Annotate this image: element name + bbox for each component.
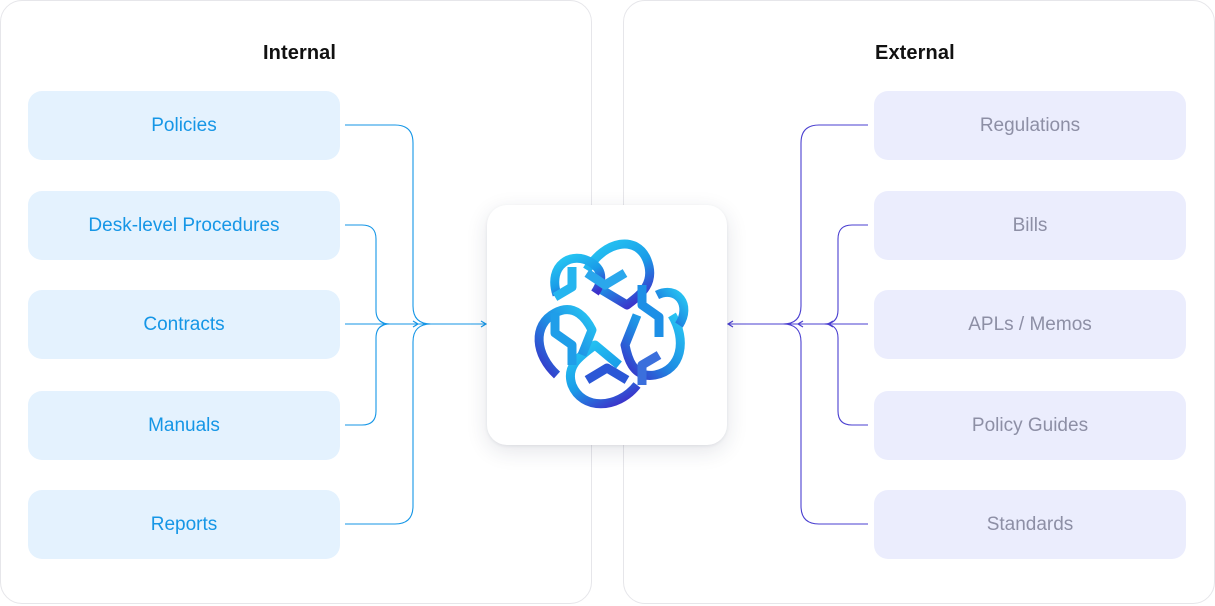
internal-item-contracts[interactable]: Contracts [28, 290, 340, 359]
external-title: External [875, 42, 955, 64]
connector-policies [345, 124, 440, 325]
connector-manuals [345, 323, 391, 426]
internal-item-label: Desk-level Procedures [88, 214, 280, 236]
internal-item-label: Reports [150, 513, 218, 535]
external-item-bills[interactable]: Bills [874, 191, 1186, 260]
internal-item-policies[interactable]: Policies [28, 91, 340, 160]
internal-title: Internal [263, 42, 337, 64]
internal-item-reports[interactable]: Reports [28, 490, 340, 559]
connector-standards [782, 323, 868, 525]
connector-bills [796, 224, 868, 328]
connector-regulations [782, 124, 868, 325]
hub-card[interactable] [487, 205, 727, 445]
external-item-label: Bills [1012, 214, 1048, 236]
internal-item-label: Policies [151, 114, 217, 136]
external-item-regulations[interactable]: Regulations [874, 91, 1186, 160]
internal-item-desk-level-procedures[interactable]: Desk-level Procedures [28, 191, 340, 260]
internal-item-label: Manuals [148, 414, 220, 436]
external-item-label: Policy Guides [971, 414, 1089, 436]
connector-desk-level-procedures [345, 224, 420, 328]
connector-reports [345, 323, 432, 525]
external-item-label: Standards [986, 513, 1074, 535]
external-item-policy-guides[interactable]: Policy Guides [874, 391, 1186, 460]
external-item-label: Regulations [979, 114, 1081, 136]
external-item-standards[interactable]: Standards [874, 490, 1186, 559]
flower-knot-logo-icon [534, 239, 689, 409]
internal-item-manuals[interactable]: Manuals [28, 391, 340, 460]
external-item-apls-memos[interactable]: APLs / Memos [874, 290, 1186, 359]
external-item-label: APLs / Memos [968, 313, 1092, 335]
internal-item-label: Contracts [143, 313, 225, 335]
connector-policy-guides [823, 323, 868, 426]
